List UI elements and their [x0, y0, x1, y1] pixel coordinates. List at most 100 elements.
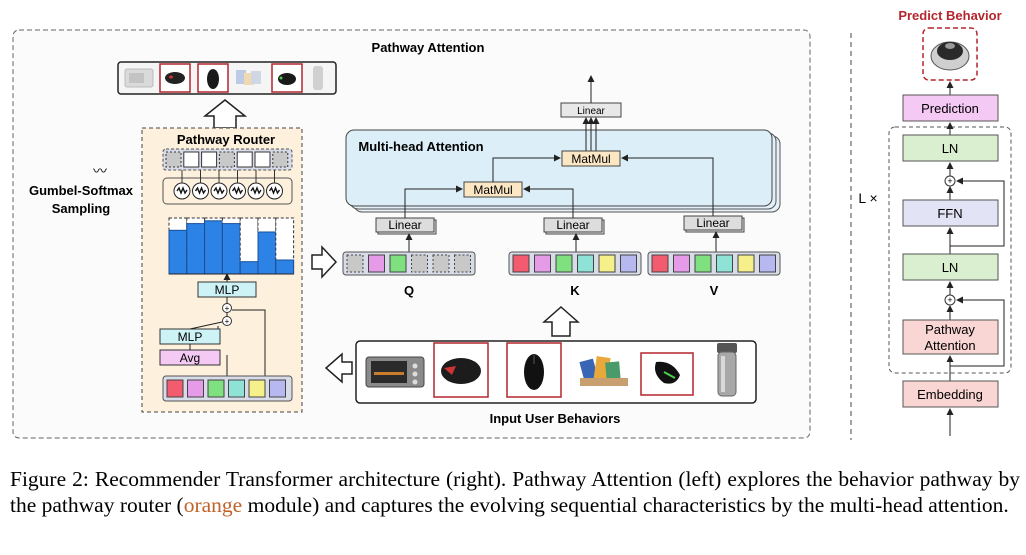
books-image	[579, 356, 628, 386]
gated-token-cell	[236, 151, 253, 168]
token-cell	[651, 254, 669, 273]
books-image	[236, 70, 261, 85]
hollow-left-arrow	[324, 352, 353, 384]
svg-text:+: +	[225, 317, 230, 326]
token-cell	[454, 254, 471, 273]
gated-token-cell	[272, 151, 289, 168]
token-cell	[389, 254, 407, 273]
router-bar	[221, 223, 241, 275]
mlp-top-label: MLP	[215, 283, 240, 297]
token-cell	[207, 379, 225, 398]
attention-label: Attention	[924, 338, 975, 353]
matmul-left-label: MatMul	[473, 183, 512, 197]
input-behaviors-label: Input User Behaviors	[490, 411, 621, 426]
plus-sign: +	[947, 295, 952, 305]
router-bar	[186, 223, 206, 275]
wave-icon	[213, 186, 225, 195]
linear-k-label: Linear	[556, 218, 589, 232]
wave-icon	[194, 186, 207, 195]
repeat-label: L ×	[858, 190, 877, 206]
token-cell	[166, 379, 184, 398]
token-cell	[673, 254, 690, 273]
token-cell	[432, 254, 450, 273]
oven-image	[365, 356, 425, 388]
router-bar	[239, 261, 259, 275]
router-bar	[168, 229, 188, 275]
linear-q-label: Linear	[388, 218, 421, 232]
prediction-box	[902, 94, 999, 122]
token-cell	[187, 379, 204, 398]
token-cell	[759, 254, 776, 273]
token-cell	[228, 379, 245, 398]
mlp-bottom-label: MLP	[178, 330, 203, 344]
caption-orange-word: orange	[183, 493, 243, 517]
wave-icon	[176, 186, 188, 195]
wave-icon	[250, 186, 262, 195]
mouse-icon	[930, 41, 970, 71]
token-cell	[534, 254, 551, 273]
token-cell	[269, 379, 286, 398]
oven-image	[124, 68, 154, 88]
gated-token-cell	[165, 151, 182, 168]
k-label: K	[570, 283, 580, 298]
thermos-image	[717, 343, 737, 397]
pathway-attention-title: Pathway Attention	[372, 40, 485, 55]
pathway-router-title: Pathway Router	[177, 132, 275, 147]
gated-token-cell	[218, 151, 235, 168]
router-bar	[257, 231, 277, 275]
mouse-image	[640, 352, 694, 396]
pathway-label: Pathway	[925, 322, 975, 337]
token-cell	[716, 254, 733, 273]
gumbel-icon: 〰	[93, 163, 107, 179]
matmul-top-box	[561, 150, 621, 167]
wave-icon	[231, 186, 244, 195]
architecture-diagram: Pathway Attention Pathway R	[12, 8, 1012, 440]
predict-behavior-title: Predict Behavior	[898, 8, 1001, 23]
router-bar	[275, 259, 295, 275]
prediction-label: Prediction	[921, 101, 979, 116]
ln-top-label: LN	[942, 141, 959, 156]
token-cell	[555, 254, 573, 273]
hollow-right-arrow	[311, 245, 338, 279]
ffn-box	[902, 199, 999, 227]
ln-bottom-label: LN	[942, 260, 959, 275]
svg-text:+: +	[225, 304, 230, 313]
token-cell	[368, 254, 385, 273]
ffn-label: FFN	[937, 206, 962, 221]
gumbel-label: Gumbel-Softmax	[29, 183, 134, 198]
gated-token-cell	[201, 151, 218, 168]
token-cell	[248, 379, 266, 398]
token-cell	[620, 254, 637, 273]
token-cell	[737, 254, 755, 273]
multihead-attention-panel	[345, 129, 773, 207]
caption-part1: Figure 2: Recommender Transformer archit…	[10, 467, 1020, 517]
token-cell	[694, 254, 712, 273]
linear-v-label: Linear	[696, 216, 729, 230]
wave-icon	[268, 186, 281, 195]
pathway-output-strip	[117, 61, 337, 95]
token-cell	[411, 254, 428, 273]
avg-label: Avg	[180, 351, 200, 365]
thermos-image	[313, 66, 323, 90]
gated-token-cell	[183, 151, 200, 168]
linear-output-label: Linear	[577, 106, 605, 117]
ln-top-box	[902, 134, 999, 162]
token-cell	[598, 254, 616, 273]
embedding-box	[902, 380, 999, 408]
q-label: Q	[404, 283, 414, 298]
embedding-label: Embedding	[917, 387, 983, 402]
hollow-up-arrow	[542, 305, 580, 337]
ln-bottom-box	[902, 253, 999, 281]
figure-caption: Figure 2: Recommender Transformer archit…	[10, 466, 1020, 518]
plus-sign: +	[947, 176, 952, 186]
sampling-label: Sampling	[52, 201, 111, 216]
pathway-attention-box	[902, 319, 999, 355]
caption-part2: module) and captures the evolving sequen…	[242, 493, 1009, 517]
router-weight-bars	[168, 217, 295, 275]
gated-token-cell	[254, 151, 271, 168]
token-cell	[346, 254, 364, 273]
token-cell	[577, 254, 594, 273]
multihead-attention-title: Multi-head Attention	[358, 139, 483, 154]
router-bar	[204, 220, 223, 275]
matmul-top-label: MatMul	[571, 152, 610, 166]
